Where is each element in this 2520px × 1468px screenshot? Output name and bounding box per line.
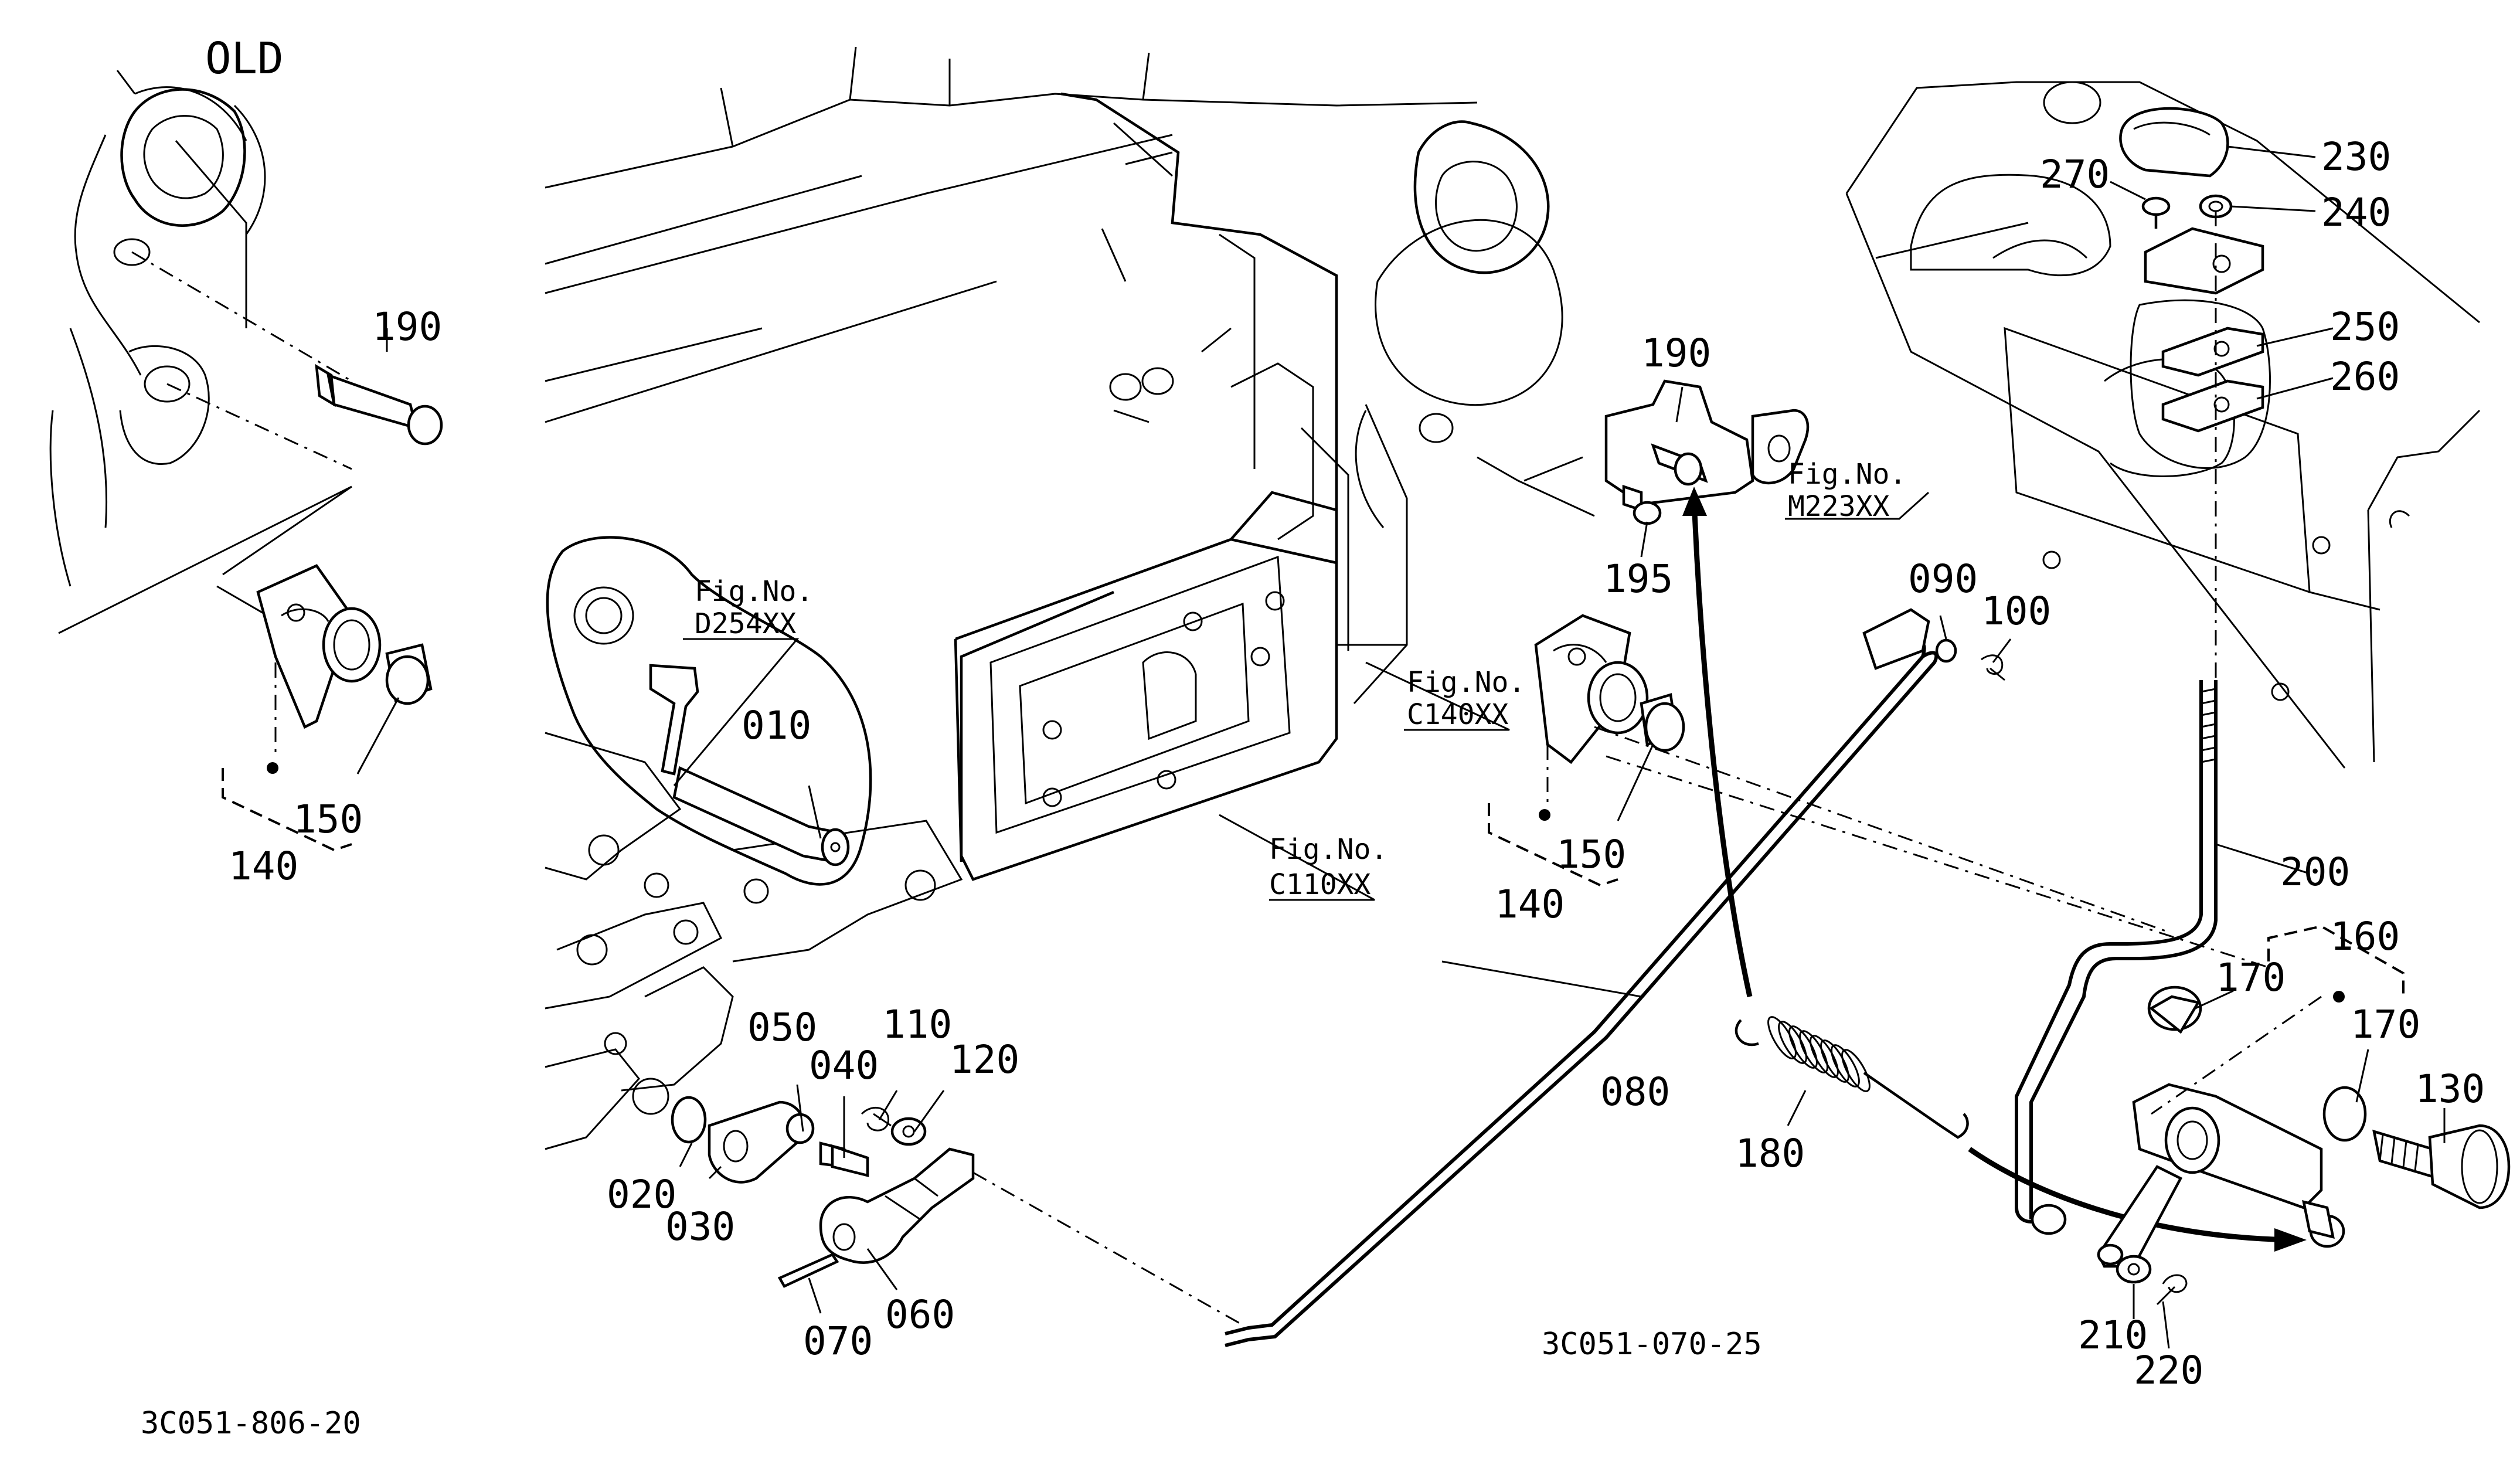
part-label-210: 210 — [2078, 1313, 2148, 1358]
fig-ref-d254-line2[interactable]: D254XX — [695, 607, 796, 640]
fig-ref-m223-line1[interactable]: Fig.No. — [1788, 458, 1906, 491]
fig-ref-c110-line1[interactable]: Fig.No. — [1269, 833, 1387, 866]
part-label-020: 020 — [607, 1172, 676, 1217]
part-label-080: 080 — [1600, 1069, 1670, 1114]
part-label-010: 010 — [742, 703, 811, 748]
part-label-150-old: 150 — [293, 797, 363, 842]
fig-ref-c140-line2[interactable]: C140XX — [1407, 698, 1508, 731]
part-190-bracket — [1604, 379, 1810, 525]
drawing-code-left: 3C051-806-20 — [141, 1406, 361, 1441]
old-assembly-drawing — [49, 70, 443, 852]
part-label-100: 100 — [1981, 589, 2051, 634]
part-label-060: 060 — [885, 1292, 955, 1337]
leader-lines — [673, 145, 2446, 1349]
part-label-200: 200 — [2280, 849, 2350, 895]
fig-references: Fig.No. D254XX Fig.No. C140XX Fig.No. C1… — [695, 458, 1906, 901]
part-010-shaft — [649, 664, 850, 866]
part-080-rod — [972, 608, 2005, 1347]
right-panel-drawing — [1845, 81, 2481, 769]
part-label-190-new: 190 — [1641, 331, 1711, 376]
part-label-040: 040 — [809, 1043, 879, 1088]
part-label-140-new: 140 — [1495, 882, 1565, 927]
part-label-070: 070 — [803, 1319, 873, 1364]
part-labels: 190 150 140 010 020 030 040 050 060 070 … — [229, 134, 2485, 1393]
part-label-110: 110 — [882, 1002, 952, 1047]
part-label-180: 180 — [1735, 1131, 1805, 1176]
drawing-codes: 3C051-070-25 3C051-806-20 — [141, 1327, 1762, 1441]
part-label-220: 220 — [2134, 1348, 2203, 1393]
part-label-050: 050 — [747, 1005, 817, 1050]
part-label-030: 030 — [665, 1204, 735, 1249]
part-label-090: 090 — [1908, 556, 1978, 602]
part-label-195: 195 — [1603, 556, 1673, 602]
part-label-230: 230 — [2321, 134, 2391, 179]
part-label-240: 240 — [2321, 190, 2391, 235]
right-plate-assembly — [1488, 614, 2269, 969]
transmission-housing-drawing — [545, 46, 1595, 1150]
part-label-150-new: 150 — [1556, 832, 1626, 877]
part-label-170-left: 170 — [2216, 955, 2286, 1000]
header-text: OLD — [205, 33, 284, 84]
fig-ref-c110-line2[interactable]: C110XX — [1269, 868, 1370, 901]
lever-assembly-drawing — [671, 1096, 975, 1288]
part-label-160: 160 — [2330, 914, 2400, 959]
part-label-270: 270 — [2040, 152, 2110, 197]
part-label-130: 130 — [2415, 1066, 2485, 1112]
part-200-rod-assembly — [2015, 680, 2511, 1306]
part-label-170-right: 170 — [2351, 1002, 2420, 1047]
fig-ref-c140-line1[interactable]: Fig.No. — [1407, 666, 1525, 699]
part-label-140-old: 140 — [229, 844, 298, 889]
part-label-260: 260 — [2330, 354, 2400, 399]
part-label-190-old: 190 — [372, 304, 442, 349]
old-label: OLD — [205, 33, 284, 84]
part-label-250: 250 — [2330, 304, 2400, 349]
part-label-120: 120 — [950, 1037, 1019, 1082]
part-180-spring — [1682, 487, 2307, 1252]
fig-ref-m223-line2[interactable]: M223XX — [1788, 490, 1889, 523]
drawing-code-main: 3C051-070-25 — [1542, 1327, 1762, 1362]
fig-ref-d254-line1[interactable]: Fig.No. — [695, 575, 813, 608]
